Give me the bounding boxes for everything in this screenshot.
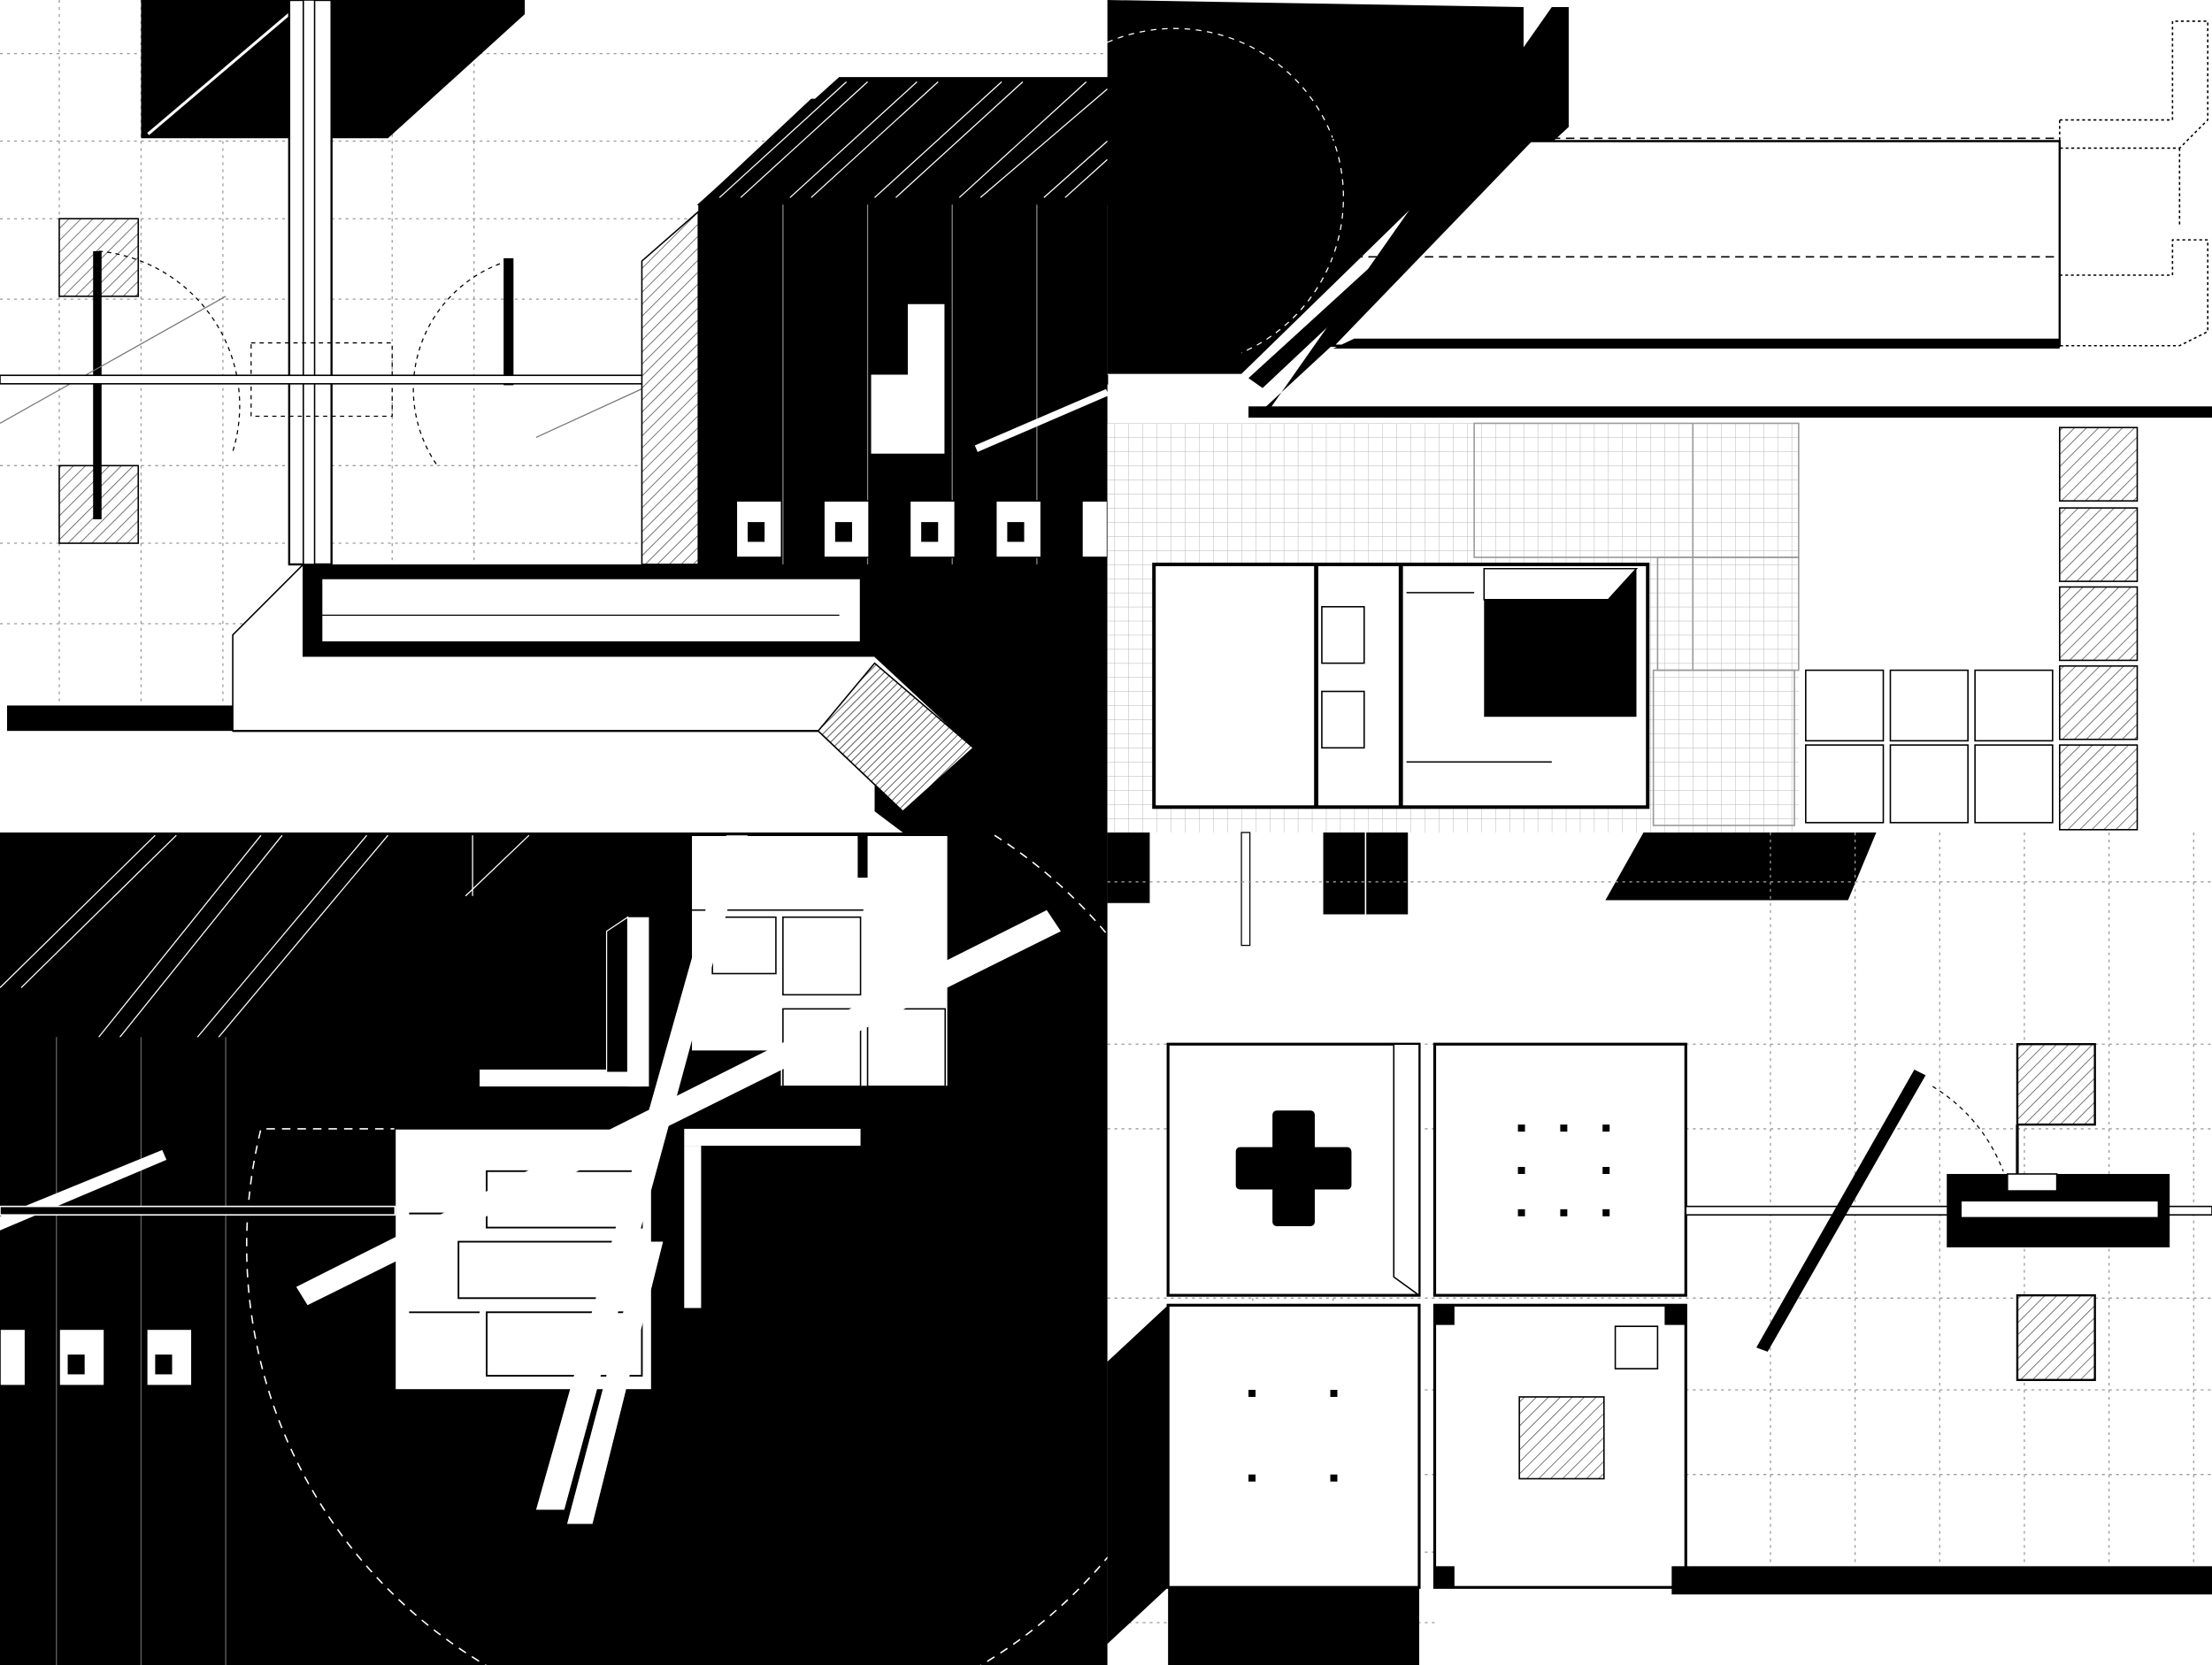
pavilion-columns bbox=[1432, 1042, 1687, 1297]
pivot-diagonal-bar bbox=[1756, 1069, 1926, 1352]
black-circle-field bbox=[1107, 0, 1524, 374]
quadrant-top-left bbox=[0, 0, 1110, 833]
quadrant-top-right bbox=[1107, 0, 2212, 947]
pavilion-grid bbox=[1166, 1303, 1421, 1589]
diagonal-bar bbox=[535, 835, 749, 1510]
diagonal-bar bbox=[296, 909, 1061, 1306]
stripe-band bbox=[696, 77, 1109, 205]
skylight-row-lower bbox=[0, 1328, 193, 1387]
quadrant-bottom-right bbox=[1107, 832, 2212, 1665]
hatched-column-stack bbox=[2059, 426, 2139, 831]
top-black-slab bbox=[141, 0, 526, 139]
quadrant-bottom-left bbox=[0, 832, 1221, 1665]
skylight-row bbox=[735, 500, 1109, 558]
cross-symbol bbox=[1235, 1110, 1352, 1226]
white-l-block bbox=[869, 303, 947, 456]
